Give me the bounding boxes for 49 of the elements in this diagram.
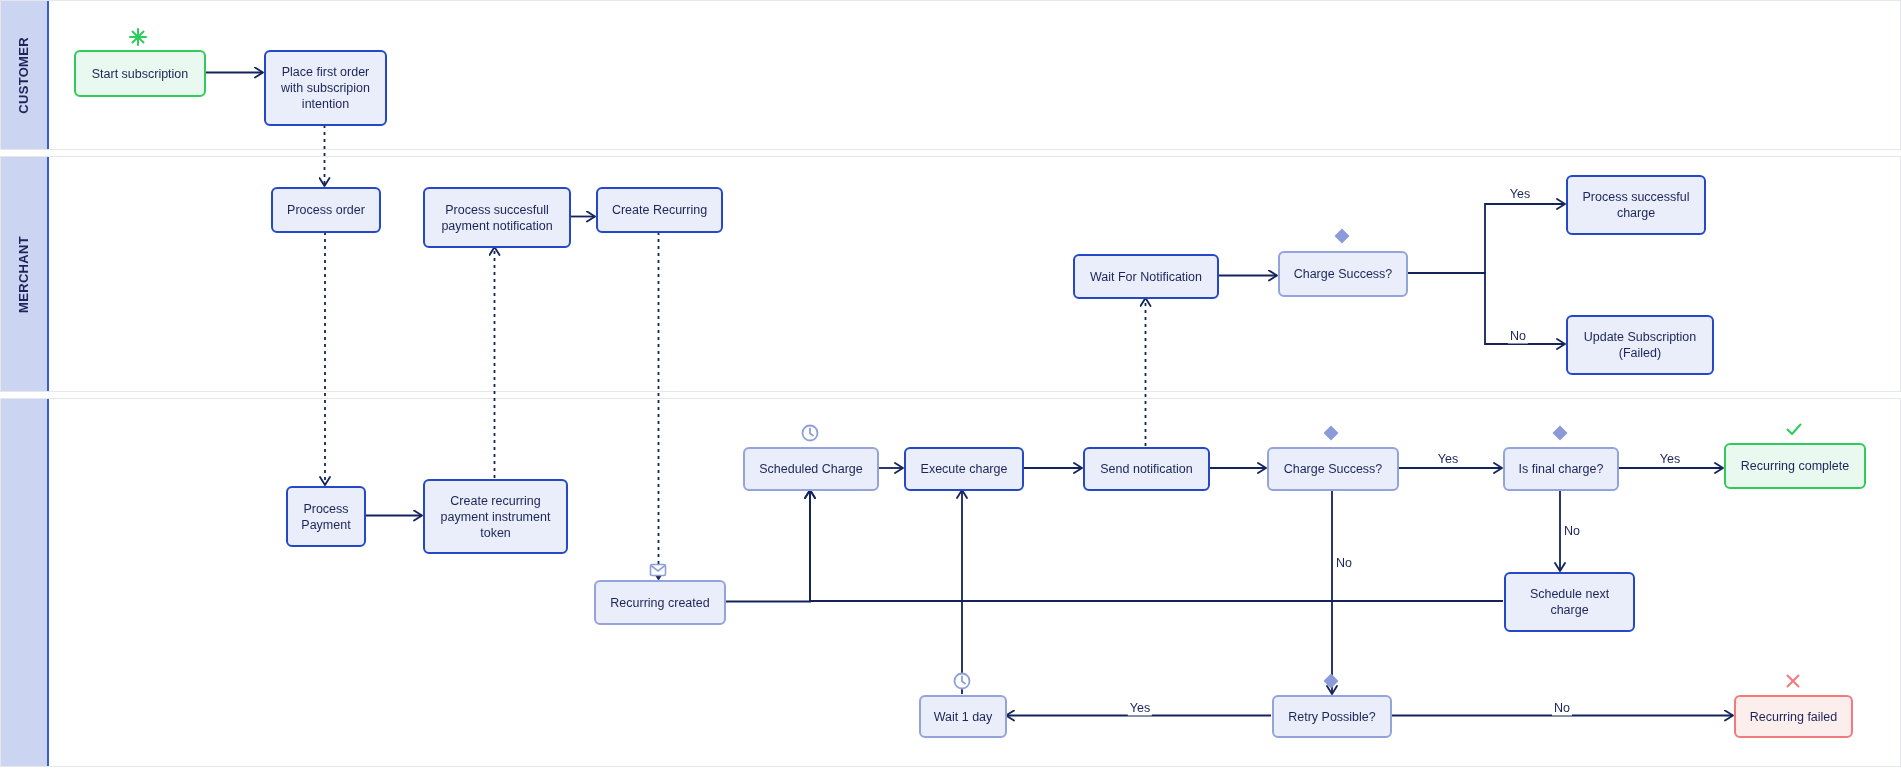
- arrow: [1390, 709, 1734, 722]
- process-box: Charge Success?: [1267, 447, 1399, 491]
- process-box: Update Subscription (Failed): [1566, 315, 1714, 375]
- arrow: [1217, 269, 1278, 282]
- arrow: [319, 231, 331, 486]
- process-box: Schedule next charge: [1504, 572, 1635, 632]
- process-box: Execute charge: [904, 447, 1024, 491]
- process-box: Charge Success?: [1278, 251, 1408, 297]
- process-box: Is final charge?: [1503, 447, 1619, 491]
- arrow: [318, 124, 331, 187]
- arrow: [956, 489, 968, 695]
- swimlane: [0, 0, 1901, 150]
- terminal-box: Recurring complete: [1724, 443, 1866, 489]
- process-box: Process succesfull payment notification: [423, 187, 571, 248]
- process-box: Wait 1 day: [919, 695, 1007, 738]
- process-box: Process successful charge: [1566, 175, 1706, 235]
- process-box: Recurring created: [594, 580, 726, 625]
- process-box: Send notification: [1083, 447, 1210, 491]
- arrow: [1617, 462, 1724, 474]
- process-box: Create recurring payment instrument token: [423, 479, 568, 554]
- arrow: [364, 509, 423, 522]
- process-box: Process Payment: [286, 486, 366, 547]
- lane-label: CUSTOMER: [15, 36, 33, 114]
- edge-label: No: [1508, 328, 1528, 344]
- swimlane: [0, 398, 1901, 767]
- lane-label: MERCHANT: [15, 235, 33, 313]
- process-box: Retry Possible?: [1272, 695, 1392, 738]
- edge-label: No: [1552, 700, 1572, 716]
- process-box: Wait For Notification: [1073, 254, 1219, 299]
- arrow: [1554, 489, 1566, 572]
- edge-label: Yes: [1127, 700, 1153, 716]
- process-box: Process order: [271, 187, 381, 233]
- arrow: [804, 489, 1504, 602]
- process-box: Place first order with subscripion intention: [264, 50, 387, 126]
- arrow: [1005, 709, 1272, 722]
- process-box: Scheduled Charge: [743, 447, 879, 491]
- arrow: [569, 210, 596, 223]
- process-box: Create Recurring: [596, 187, 723, 233]
- arrow: [488, 246, 501, 479]
- arrow: [1208, 462, 1267, 474]
- arrow: [204, 66, 264, 79]
- terminal-box: Start subscription: [74, 50, 206, 97]
- arrow: [1022, 462, 1083, 474]
- terminal-box: Recurring failed: [1734, 695, 1853, 738]
- arrow: [1326, 489, 1338, 695]
- arrow: [1397, 462, 1503, 474]
- arrow: [1139, 297, 1152, 447]
- arrow: [877, 462, 904, 474]
- swimlane: [0, 156, 1901, 392]
